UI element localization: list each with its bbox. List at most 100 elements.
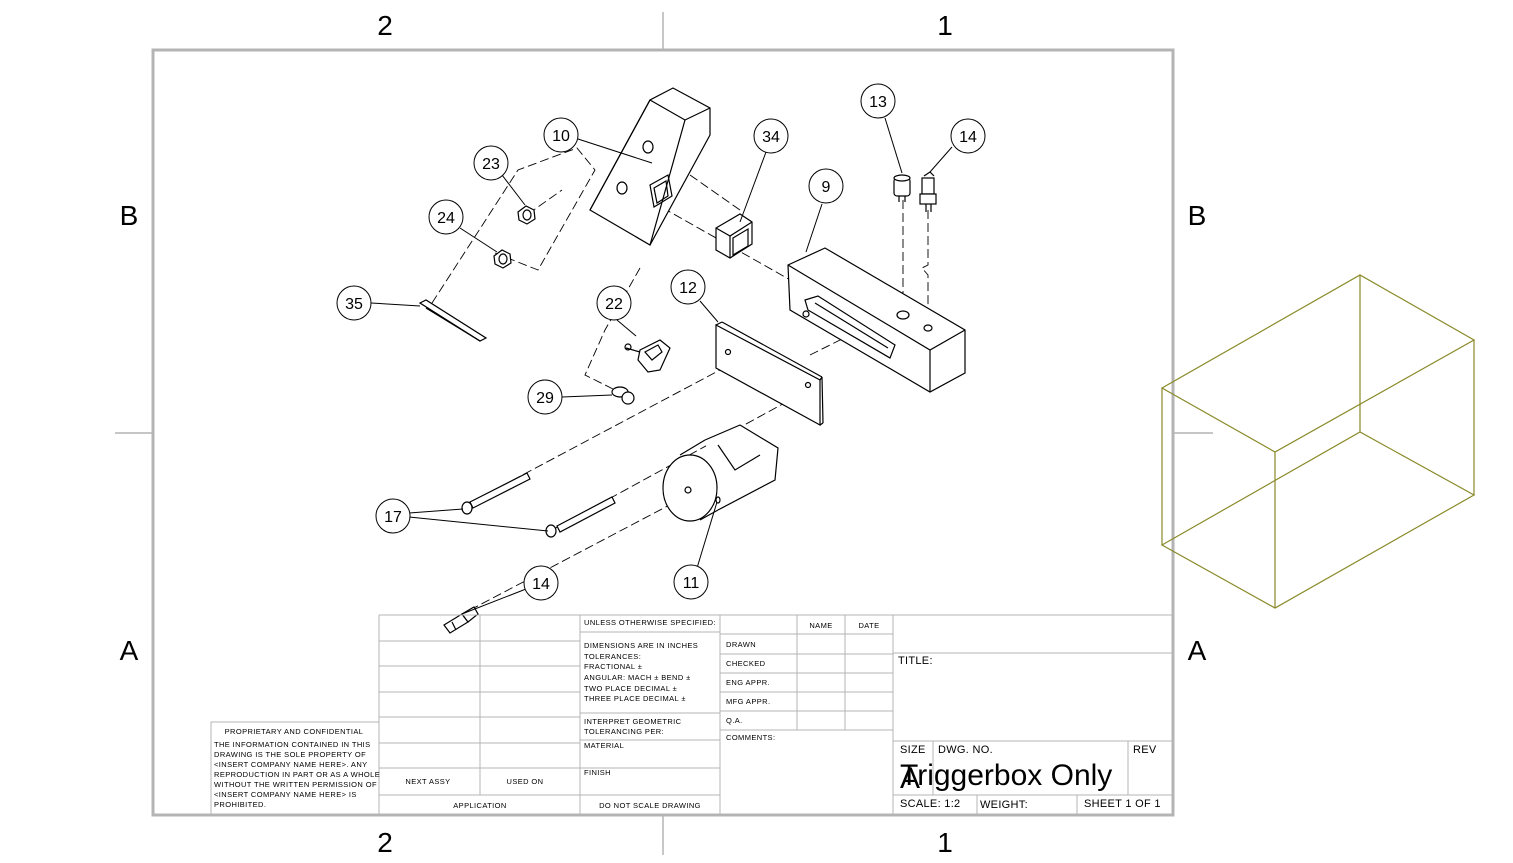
balloon-label: 22 — [605, 296, 623, 313]
balloon-label: 14 — [959, 129, 977, 146]
part-11-motor — [662, 424, 779, 522]
zone-left-lower: A — [120, 635, 139, 666]
size-value: A — [900, 762, 920, 795]
used-on-label: USED ON — [507, 777, 544, 786]
do-not-scale: DO NOT SCALE DRAWING — [599, 801, 701, 810]
exploded-assembly — [418, 87, 966, 634]
zone-bottom-left: 2 — [377, 827, 393, 858]
dims-line: ANGULAR: MACH ± BEND ± — [584, 673, 691, 682]
proprietary-line: REPRODUCTION IN PART OR AS A WHOLE — [214, 770, 380, 779]
next-assy-label: NEXT ASSY — [405, 777, 450, 786]
weight-label: WEIGHT: — [980, 799, 1028, 811]
balloon-label: 24 — [437, 210, 455, 227]
balloon-labels: 10 23 24 35 34 9 13 14 12 22 29 17 14 11 — [345, 94, 977, 593]
zone-labels: 2 1 B A B A 2 1 — [120, 10, 1207, 858]
unless-specified: UNLESS OTHERWISE SPECIFIED: — [584, 618, 716, 627]
row-drawn: DRAWN — [726, 640, 756, 649]
dwg-name: Triggerbox Only — [900, 759, 1112, 792]
part-35-pin — [418, 299, 488, 342]
row-mfg-appr: MFG APPR. — [726, 697, 770, 706]
sheet-border — [151, 48, 1175, 817]
application-label: APPLICATION — [453, 801, 506, 810]
proprietary-line: THE INFORMATION CONTAINED IN THIS — [214, 740, 371, 749]
part-14-barb-top — [919, 171, 937, 212]
part-24-nut — [493, 249, 512, 269]
part-17-screws — [461, 472, 616, 538]
balloon-35 — [336, 285, 372, 321]
balloon-label: 13 — [869, 94, 887, 111]
balloon-label: 35 — [345, 296, 363, 313]
balloon-23 — [473, 145, 509, 181]
part-23-nut — [517, 205, 536, 225]
part-14-barb-bottom — [443, 606, 479, 634]
part-10-bracket — [589, 87, 711, 246]
zone-dividers — [115, 12, 1213, 855]
sheet-label: SHEET 1 OF 1 — [1084, 798, 1161, 810]
dims-line: FRACTIONAL ± — [584, 662, 642, 671]
balloon-label: 12 — [679, 280, 697, 297]
material-label: MATERIAL — [584, 741, 624, 750]
size-label: SIZE — [900, 744, 926, 756]
balloon-label: 17 — [384, 509, 402, 526]
proprietary-title: PROPRIETARY AND CONFIDENTIAL — [225, 727, 364, 736]
zone-bottom-right: 1 — [937, 827, 953, 858]
date-header: DATE — [858, 621, 879, 630]
leader-lines — [370, 117, 953, 615]
proprietary-line: <INSERT COMPANY NAME HERE> IS — [214, 790, 357, 799]
part-13-fitting — [893, 174, 911, 202]
finish-label: FINISH — [584, 768, 611, 777]
interpret-line: INTERPRET GEOMETRIC — [584, 717, 682, 726]
comments-label: COMMENTS: — [726, 733, 775, 742]
balloon-29 — [527, 379, 563, 415]
title-block — [210, 614, 1173, 816]
rev-label: REV — [1133, 744, 1157, 756]
balloon-label: 23 — [482, 156, 500, 173]
zone-top-left: 2 — [377, 10, 393, 41]
dims-line: DIMENSIONS ARE IN INCHES — [584, 641, 698, 650]
dims-line: TWO PLACE DECIMAL ± — [584, 684, 677, 693]
balloon-14-top — [950, 118, 986, 154]
balloon-13 — [860, 83, 896, 119]
title-block-text: PROPRIETARY AND CONFIDENTIAL THE INFORMA… — [214, 618, 1161, 811]
part-12-plate — [715, 321, 824, 427]
bounding-box-wireframe — [1160, 274, 1476, 609]
part-29-bolt — [611, 386, 635, 405]
proprietary-line: PROHIBITED. — [214, 800, 266, 809]
balloon-34 — [753, 118, 789, 154]
zone-top-right: 1 — [937, 10, 953, 41]
balloon-24 — [428, 199, 464, 235]
name-header: NAME — [809, 621, 832, 630]
dims-line: THREE PLACE DECIMAL ± — [584, 694, 686, 703]
interpret-line: TOLERANCING PER: — [584, 727, 664, 736]
balloon-17 — [375, 498, 411, 534]
zone-right-lower: A — [1188, 635, 1207, 666]
part-34-block — [715, 213, 753, 259]
proprietary-line: <INSERT COMPANY NAME HERE>. ANY — [214, 760, 368, 769]
balloon-11 — [673, 564, 709, 600]
balloon-22 — [596, 285, 632, 321]
part-9-housing — [787, 247, 966, 393]
balloon-label: 34 — [762, 129, 780, 146]
balloon-12 — [670, 269, 706, 305]
balloon-14-bottom — [523, 565, 559, 601]
balloon-label: 10 — [552, 128, 570, 145]
proprietary-line: WITHOUT THE WRITTEN PERMISSION OF — [214, 780, 377, 789]
proprietary-line: DRAWING IS THE SOLE PROPERTY OF — [214, 750, 366, 759]
row-eng-appr: ENG APPR. — [726, 678, 770, 687]
scale-label: SCALE: 1:2 — [900, 798, 960, 810]
row-qa: Q.A. — [726, 716, 743, 725]
row-checked: CHECKED — [726, 659, 766, 668]
balloon-10 — [543, 117, 579, 153]
dwg-no-label: DWG. NO. — [938, 744, 993, 756]
balloon-label: 14 — [532, 576, 550, 593]
balloon-label: 29 — [536, 390, 554, 407]
balloon-label: 9 — [822, 179, 831, 196]
dims-line: TOLERANCES: — [584, 652, 641, 661]
part-22-switch — [624, 339, 671, 373]
balloon-9 — [808, 168, 844, 204]
zone-left-upper: B — [120, 200, 139, 231]
title-label: TITLE: — [898, 655, 933, 667]
explode-lines — [431, 147, 929, 611]
zone-right-upper: B — [1188, 200, 1207, 231]
